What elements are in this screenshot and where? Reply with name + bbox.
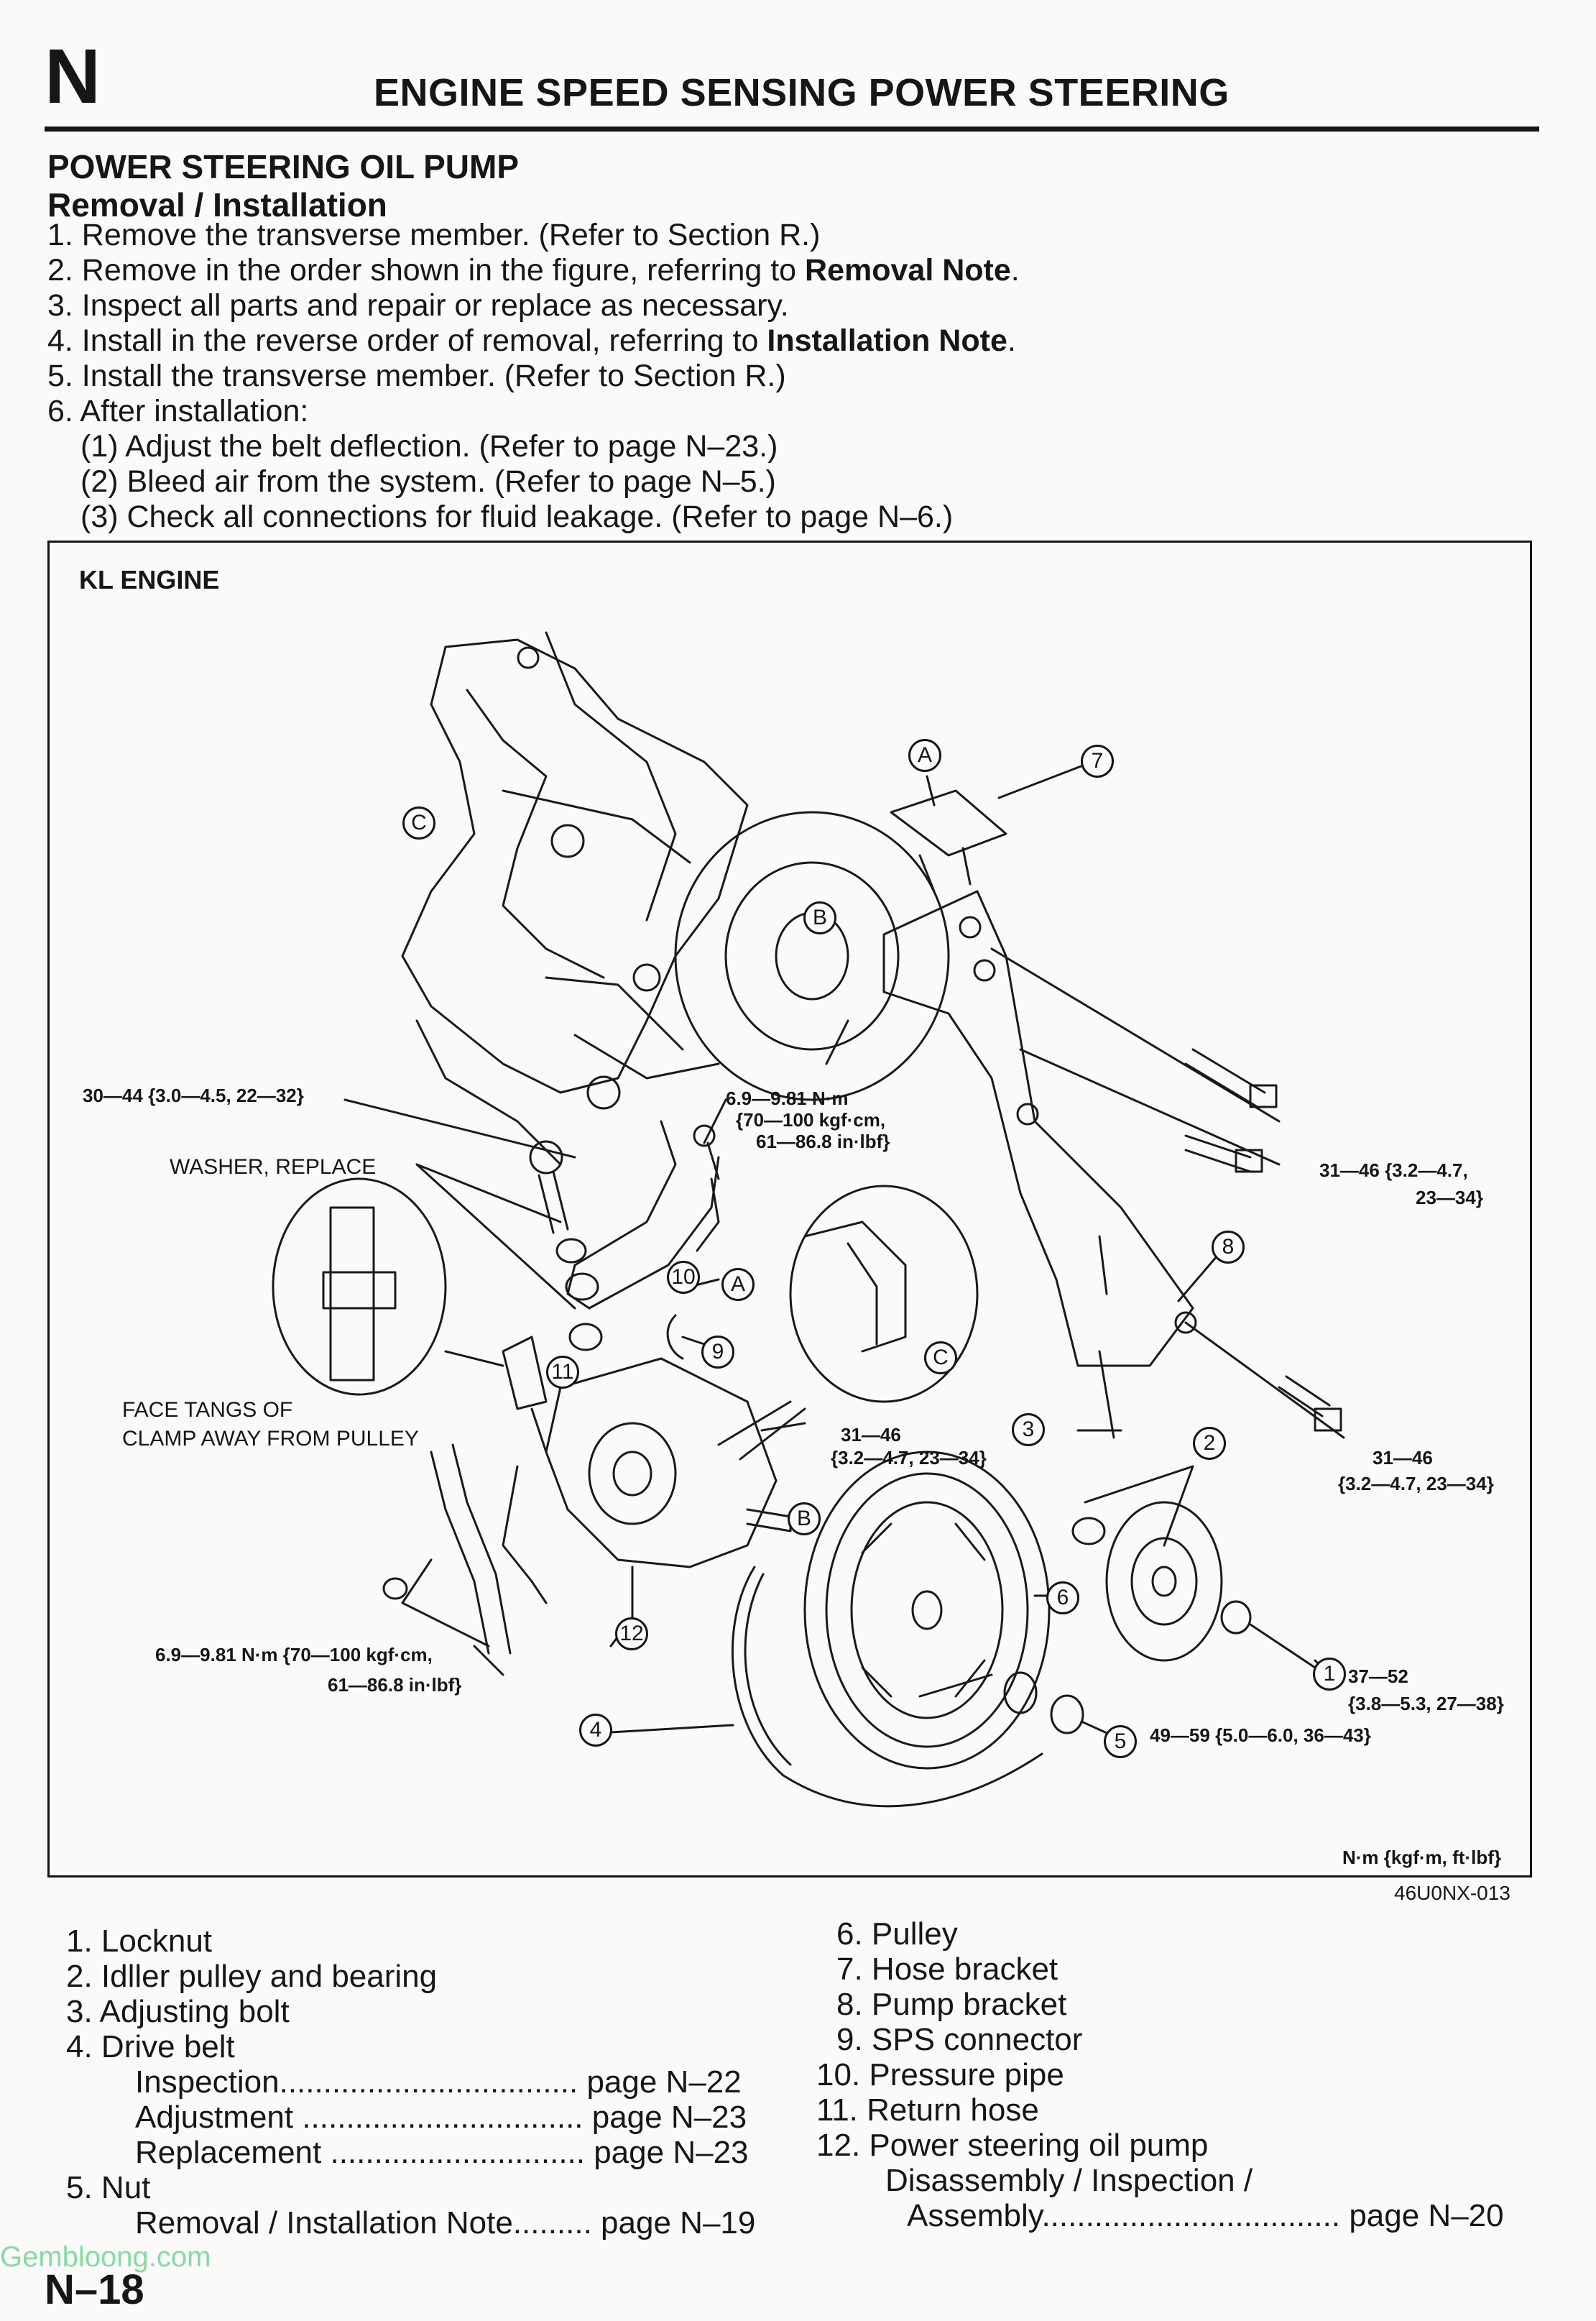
legend-item-5-note: Removal / Installation Note......... pag… <box>135 2205 756 2240</box>
legend-item-4-adjustment: Adjustment .............................… <box>135 2100 747 2135</box>
pump-body-outline <box>545 1357 778 1568</box>
legend-item-3: 3. Adjusting bolt <box>66 1994 290 2029</box>
legend-item-4-replacement: Replacement ............................… <box>135 2135 749 2170</box>
callout-6: 6 <box>1046 1581 1079 1614</box>
step-2-end: . <box>1010 253 1020 288</box>
step-2: 2. Remove in the order shown in the figu… <box>47 253 1020 288</box>
legend-item-1: 1. Locknut <box>66 1924 213 1959</box>
callout-1: 1 <box>1313 1658 1346 1691</box>
torque-spec-pipe-bolt-1: 6.9—9.81 N·m <box>726 1088 849 1109</box>
page-number: N–18 <box>45 2266 144 2313</box>
torque-spec-nut: 49—59 {5.0—6.0, 36—43} <box>1150 1724 1371 1746</box>
step-4: 4. Install in the reverse order of remov… <box>47 323 1020 359</box>
callout-12: 12 <box>615 1617 648 1650</box>
section-letter: N <box>45 32 101 119</box>
watermark: Gembloong.com <box>0 2241 211 2273</box>
step-5: 5. Install the transverse member. (Refer… <box>47 359 786 393</box>
clamp-note-2: CLAMP AWAY FROM PULLEY <box>122 1427 419 1451</box>
callout-3: 3 <box>1012 1413 1045 1446</box>
torque-spec-pump-1: 31—46 <box>841 1424 901 1446</box>
callout-11: 11 <box>546 1356 579 1389</box>
callout-b-top: B <box>803 901 836 934</box>
unit-note: N·m {kgf·m, ft·lbf} <box>1342 1847 1501 1868</box>
clamp-note-1: FACE TANGS OF <box>122 1398 293 1422</box>
header-rule <box>45 127 1539 132</box>
torque-spec-bracket-2: 23—34} <box>1416 1187 1483 1208</box>
torque-spec-adjust-2: {3.2—4.7, 23—34} <box>1338 1473 1494 1494</box>
step-1: 1. Remove the transverse member. (Refer … <box>47 218 821 252</box>
torque-spec-hose-1: 6.9—9.81 N·m {70—100 kgf·cm, <box>155 1644 433 1665</box>
legend-item-9: 9. SPS connector <box>836 2022 1083 2057</box>
torque-spec-adjust-1: 31—46 <box>1373 1447 1433 1469</box>
procedure-steps: 1. Remove the transverse member. (Refer … <box>47 218 1020 535</box>
legend-item-6: 6. Pulley <box>836 1916 958 1952</box>
callout-a-pipe: A <box>721 1268 755 1301</box>
legend-item-12: 12. Power steering oil pump <box>816 2128 1209 2163</box>
figure-id: 46U0NX-013 <box>1394 1882 1510 1904</box>
step-6-3: (3) Check all connections for fluid leak… <box>80 500 954 534</box>
torque-spec-pipe-bolt-2: {70—100 kgf·cm, <box>736 1109 886 1131</box>
step-6-1: (1) Adjust the belt deflection. (Refer t… <box>80 429 778 464</box>
step-4-text: 4. Install in the reverse order of remov… <box>47 323 767 358</box>
legend-item-4: 4. Drive belt <box>66 2029 235 2064</box>
legend-item-12-assembly: Assembly................................… <box>907 2198 1504 2233</box>
figure-title: KL ENGINE <box>79 565 220 594</box>
callout-10: 10 <box>667 1261 700 1294</box>
legend-item-11: 11. Return hose <box>816 2092 1039 2128</box>
step-3: 3. Inspect all parts and repair or repla… <box>47 288 789 323</box>
torque-spec-bolt: 30—44 {3.0—4.5, 22—32} <box>83 1085 304 1106</box>
installation-note-ref: Installation Note <box>767 323 1007 358</box>
figure-frame <box>47 541 1532 1878</box>
washer-note: WASHER, REPLACE <box>170 1155 377 1179</box>
callout-c-detail: C <box>924 1341 957 1374</box>
torque-spec-hose-2: 61—86.8 in·lbf} <box>328 1674 462 1696</box>
section-title: POWER STEERING OIL PUMP <box>47 148 519 185</box>
callout-8: 8 <box>1212 1231 1245 1264</box>
torque-spec-locknut-1: 37—52 <box>1348 1665 1408 1687</box>
callout-2: 2 <box>1193 1427 1226 1460</box>
parts-legend-left: 1. Locknut 2. Idller pulley and bearing … <box>66 1924 755 2240</box>
callout-4: 4 <box>579 1714 612 1747</box>
callout-a-top: A <box>908 739 941 772</box>
legend-item-10: 10. Pressure pipe <box>816 2057 1064 2092</box>
engine-block-outline <box>401 638 749 1094</box>
section-subtitle: Removal / Installation <box>47 186 387 224</box>
legend-item-7: 7. Hose bracket <box>836 1952 1058 1987</box>
legend-item-5: 5. Nut <box>66 2170 151 2205</box>
page-title: ENGINE SPEED SENSING POWER STEERING <box>374 71 1230 114</box>
callout-b-pump: B <box>788 1502 821 1535</box>
legend-item-2: 2. Idller pulley and bearing <box>66 1959 438 1994</box>
callout-7: 7 <box>1081 745 1114 778</box>
parts-legend-right: 6. Pulley 7. Hose bracket 8. Pump bracke… <box>816 1916 1504 2233</box>
callout-c-left: C <box>402 806 435 840</box>
legend-item-4-inspection: Inspection..............................… <box>135 2064 742 2100</box>
torque-spec-pump-2: {3.2—4.7, 23—34} <box>831 1447 987 1469</box>
torque-spec-bracket-1: 31—46 {3.2—4.7, <box>1319 1159 1468 1181</box>
callout-9: 9 <box>701 1336 734 1369</box>
torque-spec-pipe-bolt-3: 61—86.8 in·lbf} <box>756 1131 890 1152</box>
legend-item-12-disassembly: Disassembly / Inspection / <box>885 2163 1253 2198</box>
step-6: 6. After installation: <box>47 394 309 428</box>
step-4-end: . <box>1007 323 1016 358</box>
torque-spec-locknut-2: {3.8—5.3, 27—38} <box>1348 1693 1504 1714</box>
step-2-text: 2. Remove in the order shown in the figu… <box>47 253 806 288</box>
legend-item-8: 8. Pump bracket <box>836 1987 1067 2022</box>
removal-note-ref: Removal Note <box>805 253 1011 288</box>
callout-5: 5 <box>1104 1725 1137 1758</box>
step-6-2: (2) Bleed air from the system. (Refer to… <box>80 464 776 499</box>
